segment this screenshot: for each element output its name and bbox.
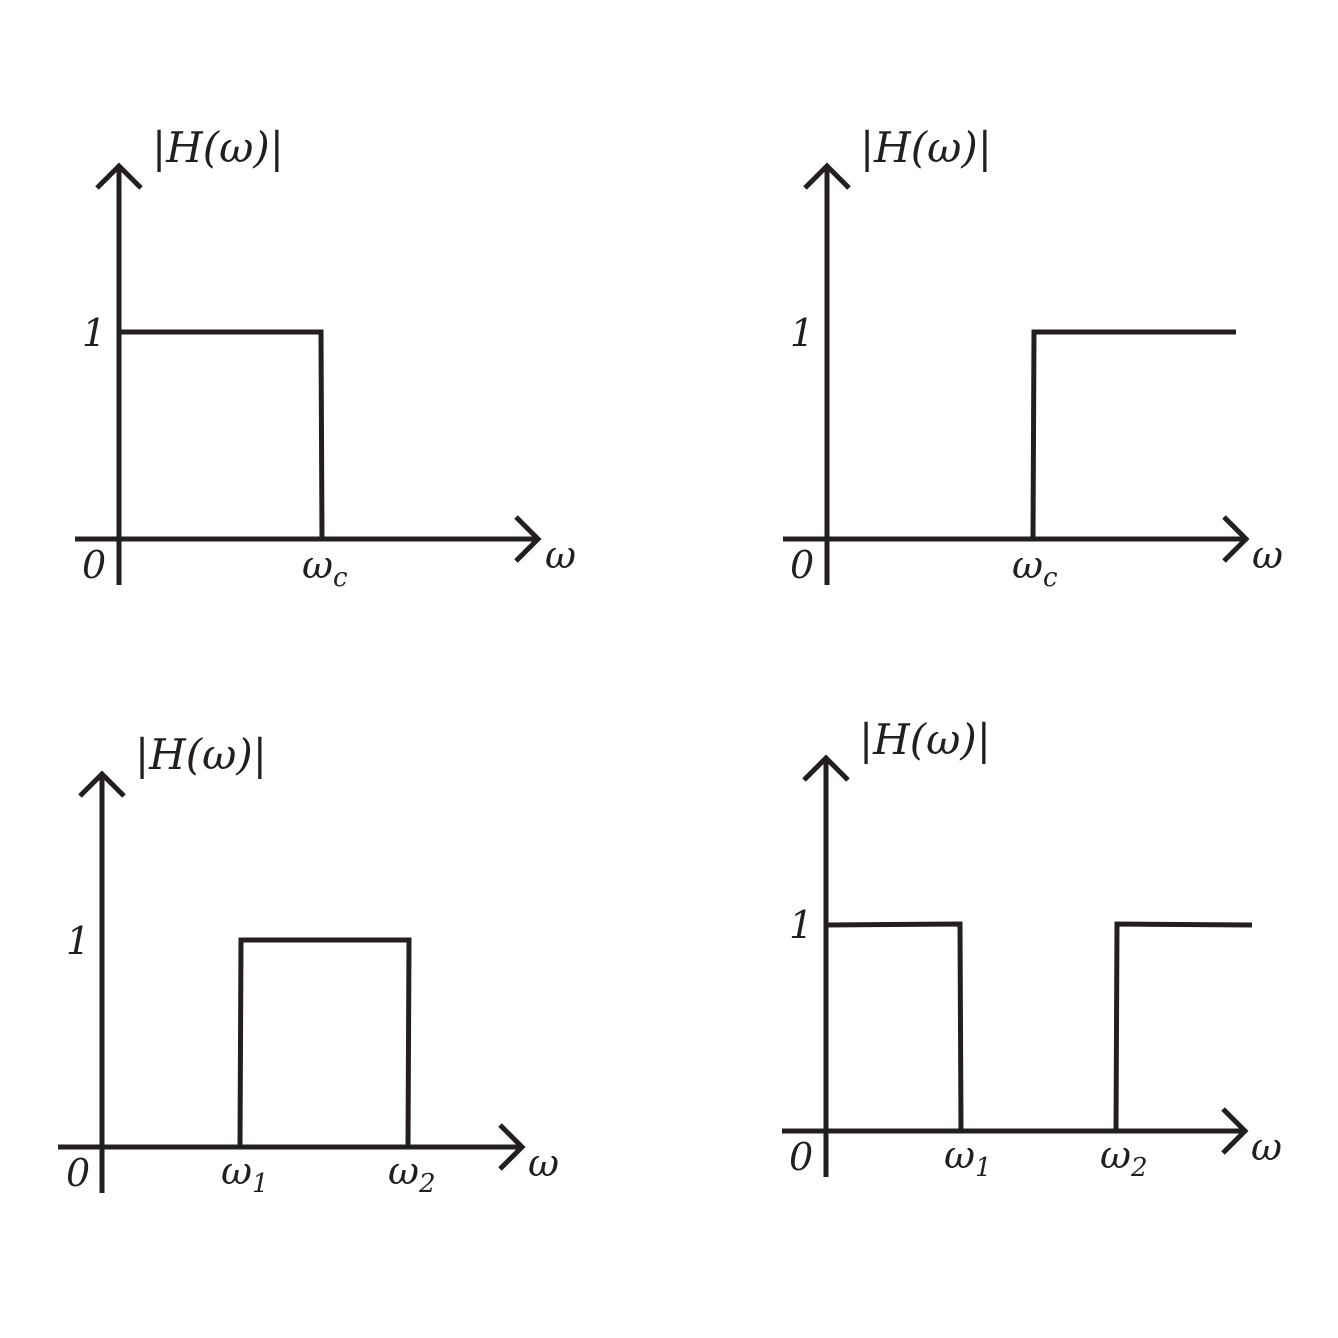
y-axis-arrowhead (803, 162, 851, 190)
magnitude-response (237, 937, 412, 1148)
level-label: 1 (790, 311, 814, 355)
level-label: 1 (82, 311, 106, 355)
panel-highpass: |H(ω)| 1 0 ω ωc (783, 123, 1283, 593)
level-label: 1 (789, 903, 813, 947)
tick-label-omega-c: ωc (302, 543, 348, 593)
tick-base: ω (221, 1149, 252, 1193)
x-axis-arrowhead (1222, 515, 1250, 563)
origin-label: 0 (66, 1151, 90, 1195)
tick-label-omega-2: ω2 (388, 1149, 436, 1199)
tick-subscript: c (333, 563, 348, 593)
panel-lowpass: |H(ω)| 1 0 ω ωc (75, 123, 576, 593)
y-axis-label: |H(ω)| (859, 715, 991, 764)
y-axis-arrowhead (78, 770, 126, 798)
x-axis-arrowhead (514, 515, 542, 563)
tick-base: ω (1012, 543, 1043, 587)
x-axis-arrowhead (498, 1123, 526, 1171)
y-axis-label: |H(ω)| (152, 123, 284, 172)
x-axis-label: ω (1252, 533, 1283, 577)
x-axis-label: ω (1251, 1125, 1282, 1169)
tick-label-omega-2: ω2 (1100, 1133, 1148, 1183)
y-axis-arrowhead (95, 162, 143, 190)
x-axis-label: ω (545, 533, 576, 577)
panel-bandpass: |H(ω)| 1 0 ω ω1 ω2 (58, 730, 559, 1199)
magnitude-response (119, 329, 325, 540)
tick-base: ω (1100, 1133, 1131, 1177)
tick-subscript: c (1043, 563, 1058, 593)
origin-label: 0 (82, 543, 106, 587)
tick-base: ω (302, 543, 333, 587)
y-axis-arrowhead (802, 754, 850, 782)
magnitude-response-upper-band (1113, 921, 1253, 1132)
magnitude-response-lower-band (825, 921, 964, 1132)
tick-label-omega-1: ω1 (221, 1149, 269, 1199)
tick-label-omega-c: ωc (1012, 543, 1058, 593)
tick-subscript: 1 (252, 1169, 269, 1199)
tick-base: ω (944, 1133, 975, 1177)
origin-label: 0 (789, 1135, 813, 1179)
y-axis-label: |H(ω)| (860, 123, 992, 172)
tick-subscript: 2 (418, 1169, 436, 1199)
x-axis-arrowhead (1221, 1107, 1249, 1155)
tick-label-omega-1: ω1 (944, 1133, 992, 1183)
magnitude-response (1030, 329, 1236, 540)
y-axis-label: |H(ω)| (135, 730, 267, 779)
tick-subscript: 1 (975, 1153, 992, 1183)
tick-subscript: 2 (1130, 1153, 1148, 1183)
tick-base: ω (388, 1149, 419, 1193)
origin-label: 0 (790, 543, 814, 587)
panel-bandstop: |H(ω)| 1 0 ω ω1 ω2 (782, 715, 1282, 1183)
x-axis-label: ω (528, 1141, 559, 1185)
level-label: 1 (66, 919, 90, 963)
